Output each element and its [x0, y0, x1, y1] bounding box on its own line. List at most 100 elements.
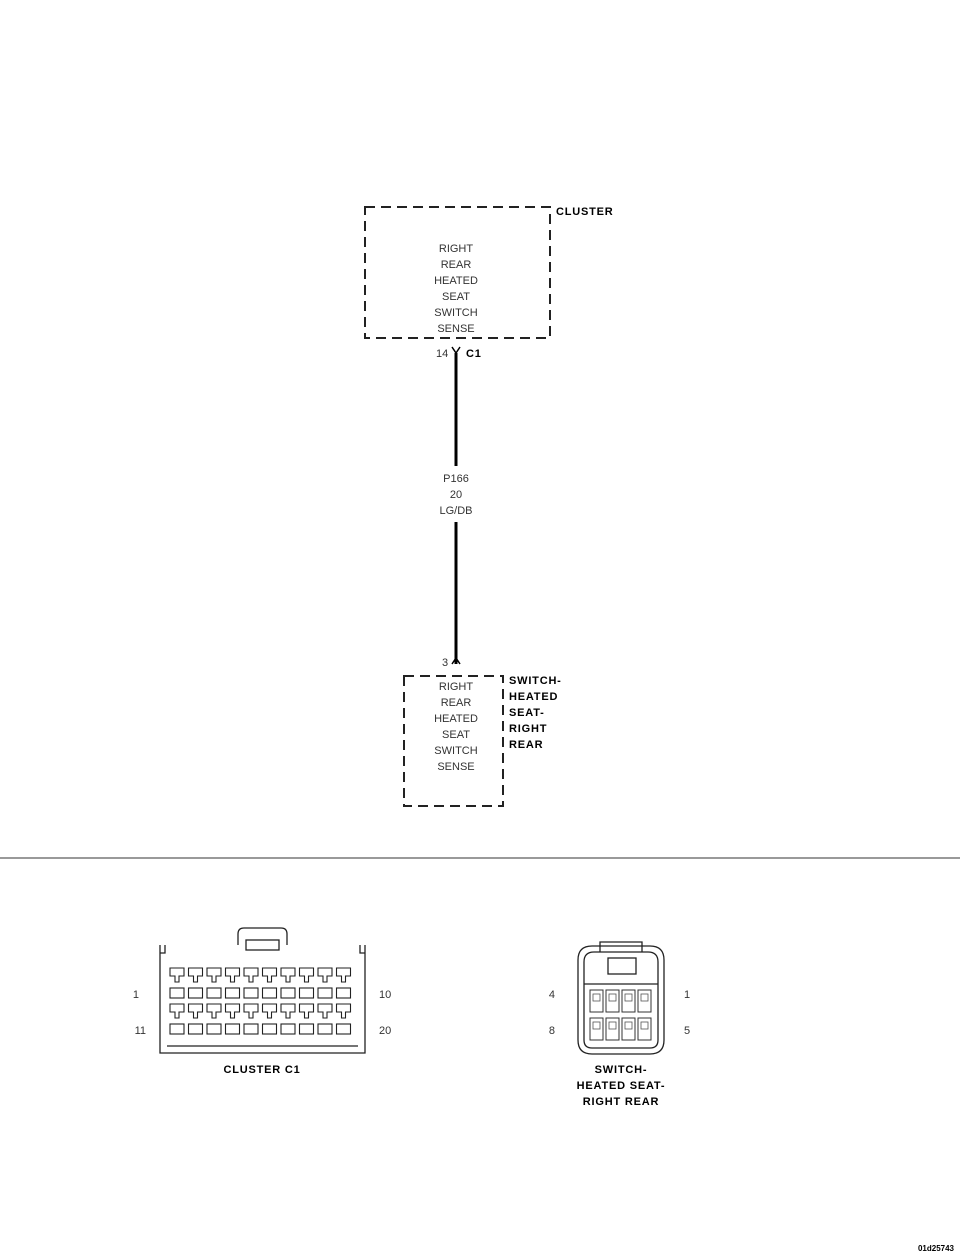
cavity-latch — [335, 967, 352, 983]
cluster-name-label: CLUSTER — [556, 206, 614, 218]
cavity-latch — [317, 1003, 333, 1019]
cavity — [589, 1017, 604, 1041]
cavity-terminal — [640, 1021, 649, 1030]
cavity-latch — [243, 1003, 259, 1019]
wire-p166: P166 20 LG/DB — [439, 353, 473, 664]
cluster-pin-number: 14 — [436, 348, 448, 360]
switch-pin-number: 3 — [442, 657, 448, 669]
cavity-terminal — [608, 993, 617, 1002]
cluster-function-line: SWITCH — [434, 307, 477, 319]
cluster-function-line: RIGHT — [439, 243, 474, 255]
figure-id: 01d25743 — [918, 1244, 955, 1253]
cluster-c1-connector-view: 1 10 11 20 CLUSTER C1 — [133, 927, 391, 1076]
switch-name-line: RIGHT — [509, 723, 547, 735]
cluster-function-line: SEAT — [442, 291, 470, 303]
switch-function-line: HEATED — [434, 713, 478, 725]
pin-label-top-left: 4 — [549, 989, 555, 1001]
connector-inner-outline — [583, 951, 659, 1049]
switch-function-line: SWITCH — [434, 745, 477, 757]
pin-label-top-right: 1 — [684, 989, 690, 1001]
switch-function-line: SENSE — [437, 761, 474, 773]
cavity — [317, 1023, 333, 1035]
cavity — [224, 1023, 241, 1035]
switch-function-line: REAR — [441, 697, 472, 709]
switch-module: SWITCH- HEATED SEAT- RIGHT REAR RIGHT RE… — [403, 675, 562, 807]
connector-body-outline — [159, 945, 366, 1054]
cavity-terminal — [592, 1021, 601, 1030]
cavity-terminal — [640, 993, 649, 1002]
cavity-latch — [224, 967, 241, 983]
cavity — [280, 1023, 296, 1035]
cavity-grid — [589, 989, 652, 1041]
cavity-latch — [317, 967, 333, 983]
pin-label-bottom-left: 11 — [135, 1025, 146, 1037]
cavity — [335, 1023, 352, 1035]
cavity — [243, 1023, 259, 1035]
switch-name-line: REAR — [509, 739, 543, 751]
pin-label-top-left: 1 — [133, 989, 139, 1001]
cavity-latch — [298, 1003, 315, 1019]
connector-latch-tab — [245, 939, 280, 951]
cavity-latch — [169, 967, 185, 983]
switch-name-line: HEATED — [509, 691, 558, 703]
cavity-terminal — [608, 1021, 617, 1030]
switch-function-line: RIGHT — [439, 681, 474, 693]
cluster-function-line: REAR — [441, 259, 472, 271]
cavity-latch — [280, 1003, 296, 1019]
cavity — [621, 1017, 636, 1041]
cavity-latch — [169, 1003, 185, 1019]
cavity — [169, 1023, 185, 1035]
cavity-grid — [169, 967, 352, 1035]
switch-name-line: SWITCH- — [509, 675, 562, 687]
connector-latch — [237, 927, 288, 945]
pin-label-bottom-left: 8 — [549, 1025, 555, 1037]
switch-terminal: 3 — [442, 656, 461, 669]
cluster-c1-terminal: 14 C1 — [436, 346, 482, 360]
connector-title-line: SWITCH- — [595, 1064, 648, 1076]
cavity — [335, 987, 352, 999]
cavity — [298, 987, 315, 999]
connector-latch — [599, 941, 643, 952]
cavity — [605, 989, 620, 1013]
cavity-latch — [335, 1003, 352, 1019]
connector-title-line: RIGHT REAR — [583, 1096, 659, 1108]
cavity — [243, 987, 259, 999]
cavity-latch — [187, 1003, 204, 1019]
switch-name-line: SEAT- — [509, 707, 545, 719]
cavity — [298, 1023, 315, 1035]
cavity — [261, 1023, 278, 1035]
pin-label-bottom-right: 5 — [684, 1025, 690, 1037]
cavity — [224, 987, 241, 999]
cavity — [621, 989, 636, 1013]
connector-body-corners — [160, 945, 365, 954]
cavity — [187, 1023, 204, 1035]
cavity — [206, 987, 222, 999]
cavity-latch — [261, 967, 278, 983]
cavity — [637, 989, 652, 1013]
cavity-terminal — [624, 1021, 633, 1030]
pin-label-bottom-right: 20 — [379, 1025, 391, 1037]
cavity-terminal — [624, 993, 633, 1002]
cavity-latch — [243, 967, 259, 983]
cluster-connector-label: C1 — [466, 348, 482, 360]
cavity-latch — [224, 1003, 241, 1019]
wire-color-label: LG/DB — [439, 505, 472, 517]
cavity — [589, 989, 604, 1013]
cluster-function-line: HEATED — [434, 275, 478, 287]
cavity-latch — [298, 967, 315, 983]
cavity-latch — [261, 1003, 278, 1019]
cavity-terminal — [592, 993, 601, 1002]
switch-dashed-outline — [403, 675, 504, 807]
connector-title: CLUSTER C1 — [223, 1064, 300, 1076]
switch-function-line: SEAT — [442, 729, 470, 741]
connector-latch-tab — [607, 957, 637, 975]
cluster-module: CLUSTER RIGHT REAR HEATED SEAT SWITCH SE… — [364, 206, 614, 339]
terminal-symbol — [451, 656, 461, 665]
connector-title-line: HEATED SEAT- — [577, 1080, 666, 1092]
cavity — [637, 1017, 652, 1041]
cavity-latch — [280, 967, 296, 983]
cavity — [169, 987, 185, 999]
cavity-latch — [187, 967, 204, 983]
